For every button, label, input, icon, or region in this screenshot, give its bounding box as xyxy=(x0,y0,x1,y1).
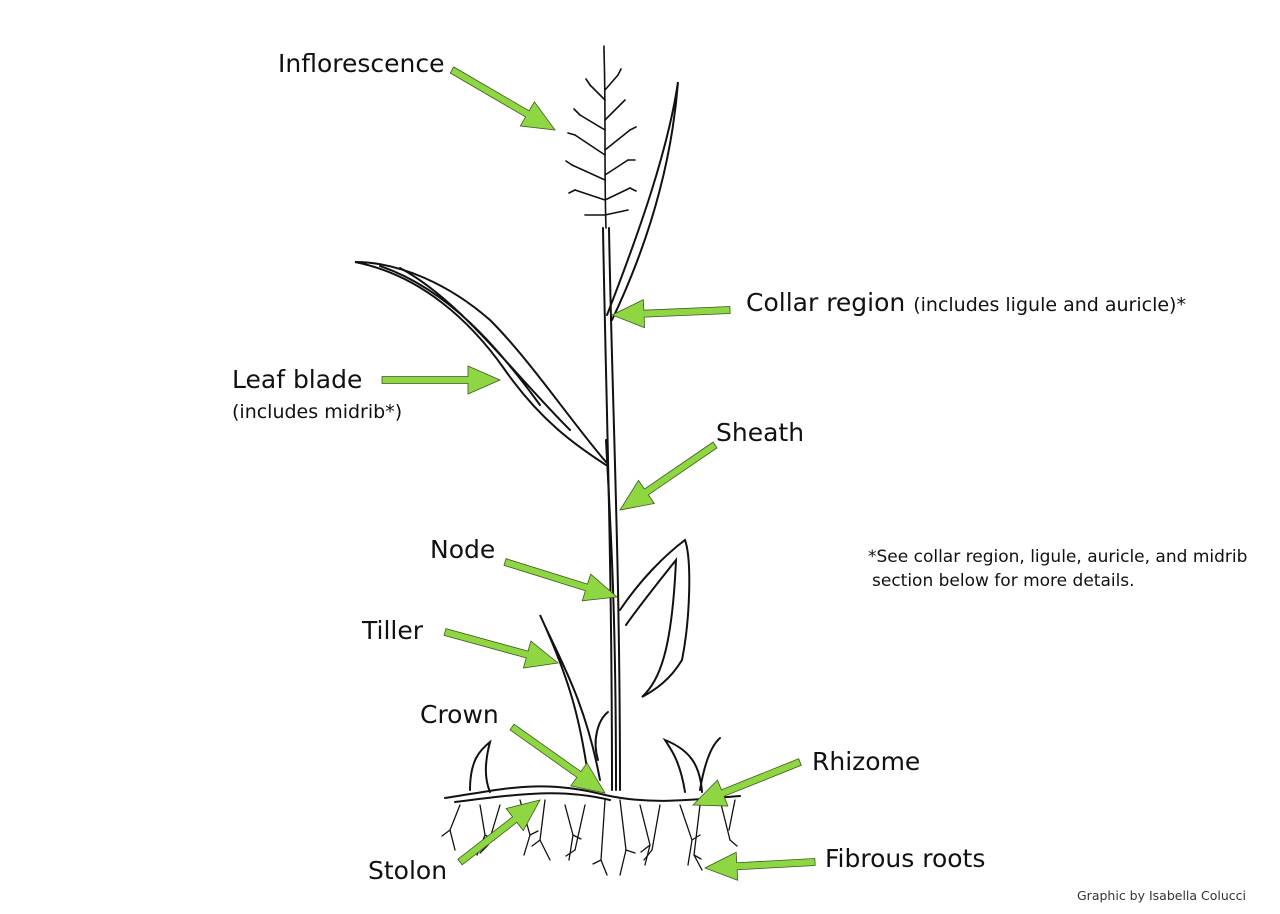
label-fibrous-roots: Fibrous roots xyxy=(825,844,986,873)
bent-leaf xyxy=(619,538,691,698)
stolon-rhizome xyxy=(444,785,741,802)
arrow-crown-icon xyxy=(509,723,606,794)
collar-region-title: Collar region xyxy=(746,288,906,317)
arrow-inflorescence-icon xyxy=(449,66,556,131)
tiller-drawing xyxy=(539,614,601,781)
footnote: *See collar region, ligule, auricle, and… xyxy=(868,545,1247,593)
inflorescence-drawing xyxy=(565,45,637,229)
arrow-sheath-icon xyxy=(619,441,718,511)
arrow-stolon-icon xyxy=(457,799,541,866)
label-crown: Crown xyxy=(420,700,499,729)
arrows xyxy=(381,66,816,881)
plant-drawing xyxy=(354,45,741,876)
label-leaf-blade-note: (includes midrib*) xyxy=(232,401,403,423)
arrow-collar-region-icon xyxy=(611,299,731,329)
credit: Graphic by Isabella Colucci xyxy=(1077,888,1247,903)
label-tiller: Tiller xyxy=(362,616,423,645)
footnote-line-1: *See collar region, ligule, auricle, and… xyxy=(868,547,1248,567)
collar-region-note: (includes ligule and auricle)* xyxy=(913,294,1186,316)
label-leaf-blade: Leaf blade xyxy=(232,365,363,394)
arrow-node-icon xyxy=(503,558,618,602)
arrow-rhizome-icon xyxy=(692,758,802,807)
upper-leaf xyxy=(606,81,679,321)
label-stolon: Stolon xyxy=(368,856,448,885)
label-rhizome: Rhizome xyxy=(812,747,921,776)
label-collar-region: Collar region (includes ligule and auric… xyxy=(746,290,1186,315)
label-node: Node xyxy=(430,535,496,564)
arrow-tiller-icon xyxy=(443,628,559,669)
label-inflorescence: Inflorescence xyxy=(278,49,445,78)
leaf-blade-drawing xyxy=(354,261,607,466)
arrow-fibrous-roots-icon xyxy=(704,851,816,881)
arrow-leaf-blade-icon xyxy=(381,365,501,395)
footnote-line-2: section below for more details. xyxy=(872,571,1135,591)
label-sheath: Sheath xyxy=(716,418,805,447)
fibrous-roots-drawing xyxy=(441,799,738,876)
